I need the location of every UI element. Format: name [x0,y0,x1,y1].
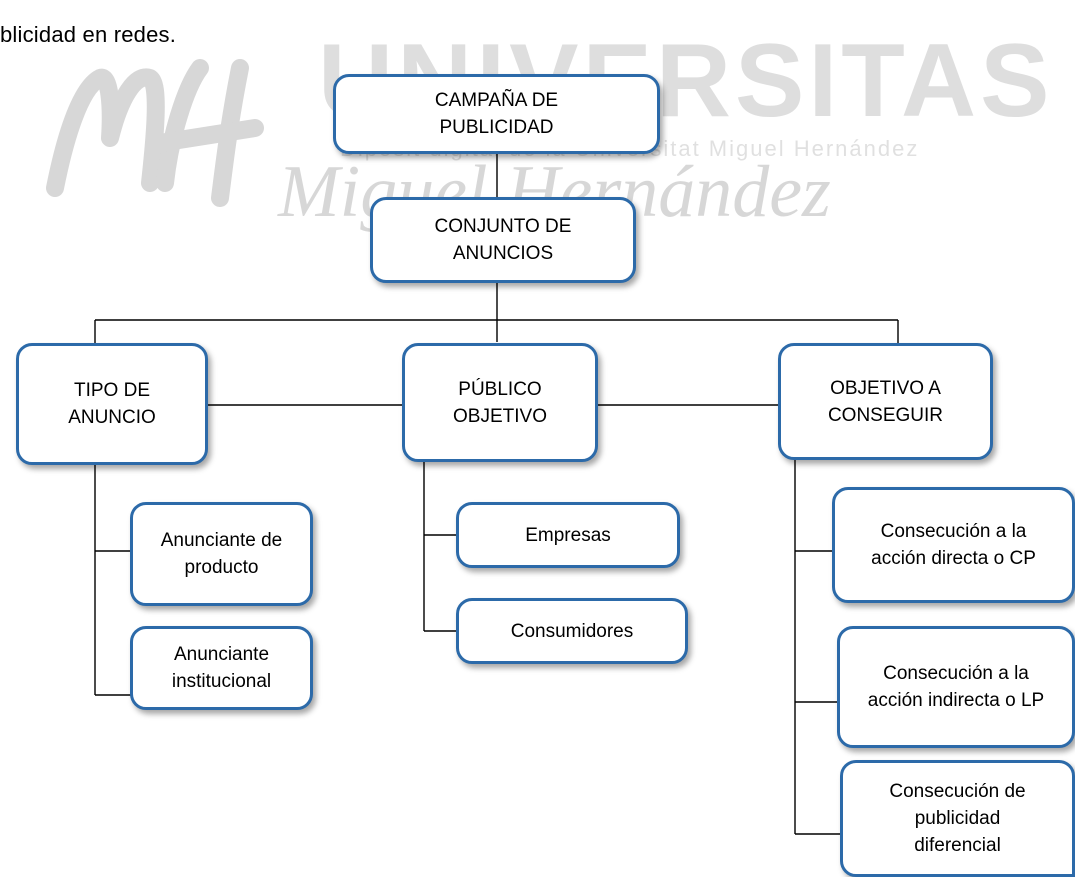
node-anunciante-producto-label: Anunciante de producto [160,530,283,578]
node-consumidores: Consumidores [456,598,688,664]
node-publico: PÚBLICO OBJETIVO [402,343,598,462]
node-publicidad-diferencial: Consecución de publicidad diferencial [840,760,1075,877]
intro-text: blicidad en redes. [0,22,177,47]
node-empresas-label: Empresas [525,524,611,546]
node-accion-directa-label: Consecución a la acción directa o CP [871,521,1036,569]
node-accion-directa: Consecución a la acción directa o CP [832,487,1075,603]
node-tipo: TIPO DE ANUNCIO [16,343,208,465]
node-empresas: Empresas [456,502,680,568]
node-tipo-label: TIPO DE ANUNCIO [68,380,156,428]
node-campaign-label: CAMPAÑA DE PUBLICIDAD [434,90,559,138]
node-anunciante-producto: Anunciante de producto [130,502,313,606]
node-anunciante-institucional-label: Anunciante institucional [171,644,272,692]
node-accion-indirecta: Consecución a la acción indirecta o LP [837,626,1075,748]
node-consumidores-label: Consumidores [510,620,634,642]
node-campaign: CAMPAÑA DE PUBLICIDAD [333,74,660,154]
node-publico-label: PÚBLICO OBJETIVO [453,378,547,427]
node-objetivo-label: OBJETIVO A CONSEGUIR [827,377,944,426]
node-accion-indirecta-label: Consecución a la acción indirecta o LP [867,663,1045,711]
node-objetivo: OBJETIVO A CONSEGUIR [778,343,993,460]
watermark-logo-icon [46,59,264,207]
node-conjunto-label: CONJUNTO DE ANUNCIOS [434,216,572,264]
node-publicidad-diferencial-label: Consecución de publicidad diferencial [889,781,1026,856]
node-conjunto: CONJUNTO DE ANUNCIOS [370,197,636,283]
node-anunciante-institucional: Anunciante institucional [130,626,313,710]
